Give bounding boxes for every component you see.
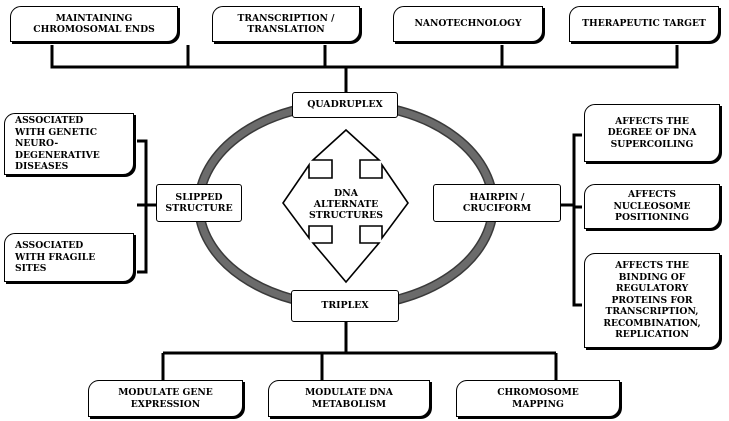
slipped-structure-node: SLIPPED STRUCTURE [156, 184, 242, 222]
role-modulate-gene-expression: MODULATE GENE EXPRESSION [88, 380, 243, 417]
role-nucleosome-positioning: AFFECTS NUCLEOSOME POSITIONING [584, 184, 720, 229]
role-dna-supercoiling: AFFECTS THE DEGREE OF DNA SUPERCOILING [584, 104, 720, 162]
role-chromosome-mapping: CHROMOSOME MAPPING [456, 380, 620, 417]
role-maintaining-chromosomal-ends: MAINTAINING CHROMOSOMAL ENDS [10, 6, 178, 42]
role-modulate-dna-metabolism: MODULATE DNA METABOLISM [268, 380, 430, 417]
hairpin-connector [560, 133, 582, 307]
quadruplex-connector [50, 45, 679, 92]
slipped-connector [137, 139, 158, 274]
quadruplex-node: QUADRUPLEX [292, 92, 398, 118]
connector-lines [50, 45, 679, 380]
role-neurodegenerative-diseases: ASSOCIATED WITH GENETIC NEURO- DEGENERAT… [4, 113, 134, 175]
center-label: DNA ALTERNATE STRUCTURES [308, 188, 384, 221]
role-transcription-translation: TRANSCRIPTION / TRANSLATION [212, 6, 360, 42]
hairpin-cruciform-node: HAIRPIN / CRUCIFORM [433, 184, 561, 222]
role-therapeutic-target: THERAPEUTIC TARGET [569, 6, 719, 42]
triplex-connector [161, 321, 558, 380]
role-nanotechnology: NANOTECHNOLOGY [393, 6, 543, 42]
four-way-arrow [282, 128, 409, 284]
role-fragile-sites: ASSOCIATED WITH FRAGILE SITES [4, 233, 134, 282]
role-regulatory-protein-binding: AFFECTS THE BINDING OF REGULATORY PROTEI… [584, 253, 720, 348]
triplex-node: TRIPLEX [291, 290, 399, 322]
